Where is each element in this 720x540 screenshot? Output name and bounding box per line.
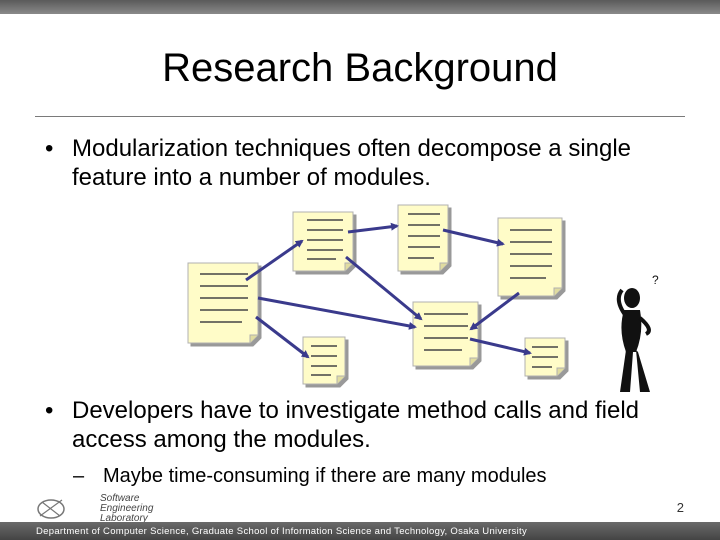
- call-arrows: [245, 222, 532, 359]
- sub-bullet-mark: –: [73, 465, 85, 487]
- document-icon: [292, 211, 354, 272]
- thinking-person-icon: ?: [616, 273, 659, 392]
- lab-logo: Software Engineering Laboratory: [36, 494, 153, 524]
- logo-line: Software: [100, 493, 140, 504]
- logo-line: Engineering: [100, 503, 154, 514]
- sub-bullet-text: Maybe time-consuming if there are many m…: [103, 465, 547, 487]
- footer-text: Department of Computer Science, Graduate…: [36, 526, 528, 537]
- svg-text:?: ?: [652, 273, 659, 287]
- bullet-mark: •: [45, 135, 54, 162]
- document-icon: [524, 337, 566, 377]
- document-icon: [412, 301, 479, 367]
- page-number: 2: [676, 500, 684, 515]
- document-icon: [497, 217, 563, 297]
- bullet-text: Developers have to investigate method ca…: [72, 397, 639, 453]
- bullet-text: Modularization techniques often decompos…: [72, 135, 632, 191]
- bullet-mark: •: [45, 397, 54, 424]
- document-icon: [187, 262, 259, 344]
- top-band: [0, 0, 720, 14]
- slide-title: Research Background: [162, 46, 558, 90]
- document-icon: [397, 204, 449, 272]
- title-divider: [35, 116, 685, 117]
- logo-line: Laboratory: [100, 513, 148, 524]
- lab-logo-icon: [37, 499, 65, 519]
- footer-band: [0, 522, 720, 540]
- document-icon: [302, 336, 346, 385]
